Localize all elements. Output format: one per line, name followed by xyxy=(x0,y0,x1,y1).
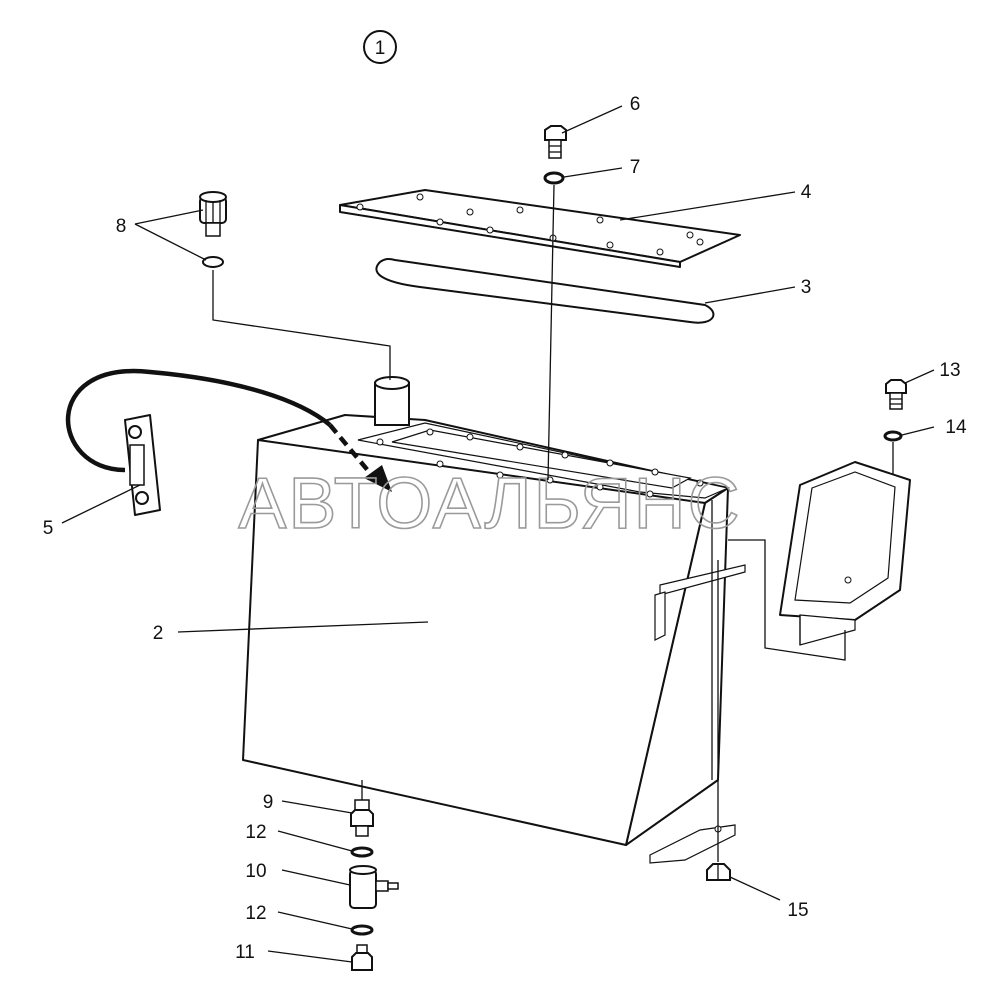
drain-plug xyxy=(351,944,373,971)
cover-plate xyxy=(339,189,741,268)
callout-3: 3 xyxy=(801,277,812,298)
bracket-bolt xyxy=(885,379,907,410)
assembly-line-cap xyxy=(212,270,391,380)
callout-12-lower: 12 xyxy=(245,903,266,924)
callout-8: 8 xyxy=(116,216,127,237)
drain-washer-lower xyxy=(350,924,374,936)
level-indicator xyxy=(124,414,161,516)
drain-valve xyxy=(349,865,399,909)
side-rail xyxy=(654,591,666,641)
gasket xyxy=(375,257,715,324)
callout-14: 14 xyxy=(945,417,967,438)
callout-5: 5 xyxy=(43,518,54,539)
watermark: АВТОАЛЬЯНС xyxy=(238,464,741,544)
callout-6: 6 xyxy=(630,94,641,115)
tank-front-face xyxy=(242,439,706,846)
cover-plate-top xyxy=(339,189,741,263)
callout-4: 4 xyxy=(801,182,812,203)
cover-bolt xyxy=(544,125,567,159)
bracket-washer xyxy=(883,430,903,442)
cover-washer xyxy=(543,171,565,185)
callout-13: 13 xyxy=(939,360,960,381)
callout-9: 9 xyxy=(263,792,274,813)
assembly-line-cover xyxy=(547,184,555,481)
callout-7: 7 xyxy=(630,157,641,178)
filler-cap xyxy=(199,191,227,237)
assembly-line-bracket xyxy=(728,539,846,661)
mounting-nut xyxy=(706,863,731,881)
callout-labels: 2 3 4 5 6 7 8 9 10 11 12 12 13 14 15 xyxy=(43,94,967,963)
view-marker: 1 xyxy=(363,30,397,64)
callout-11: 11 xyxy=(235,942,255,963)
filler-neck xyxy=(374,376,410,426)
callout-10: 10 xyxy=(245,861,266,882)
tank-body xyxy=(242,376,746,864)
upper-mounting-tab xyxy=(659,564,746,596)
cover-plate-edge xyxy=(339,204,681,268)
indicator-tube-arrow xyxy=(364,465,392,492)
bracket-foot xyxy=(799,614,856,646)
callout-2: 2 xyxy=(153,623,164,644)
callout-12-upper: 12 xyxy=(245,822,266,843)
filler-cap-seal xyxy=(202,256,224,268)
bottom-mounting-plate xyxy=(649,824,736,864)
view-marker-number: 1 xyxy=(375,38,386,59)
tank-filler-opening xyxy=(391,429,692,489)
drain-washer-upper xyxy=(350,846,374,858)
bracket-inner xyxy=(794,471,896,604)
mounting-bracket xyxy=(779,461,911,646)
leader-lines xyxy=(61,105,935,963)
drain-fitting xyxy=(350,799,374,837)
callout-15: 15 xyxy=(787,900,808,921)
indicator-tube xyxy=(65,368,332,473)
